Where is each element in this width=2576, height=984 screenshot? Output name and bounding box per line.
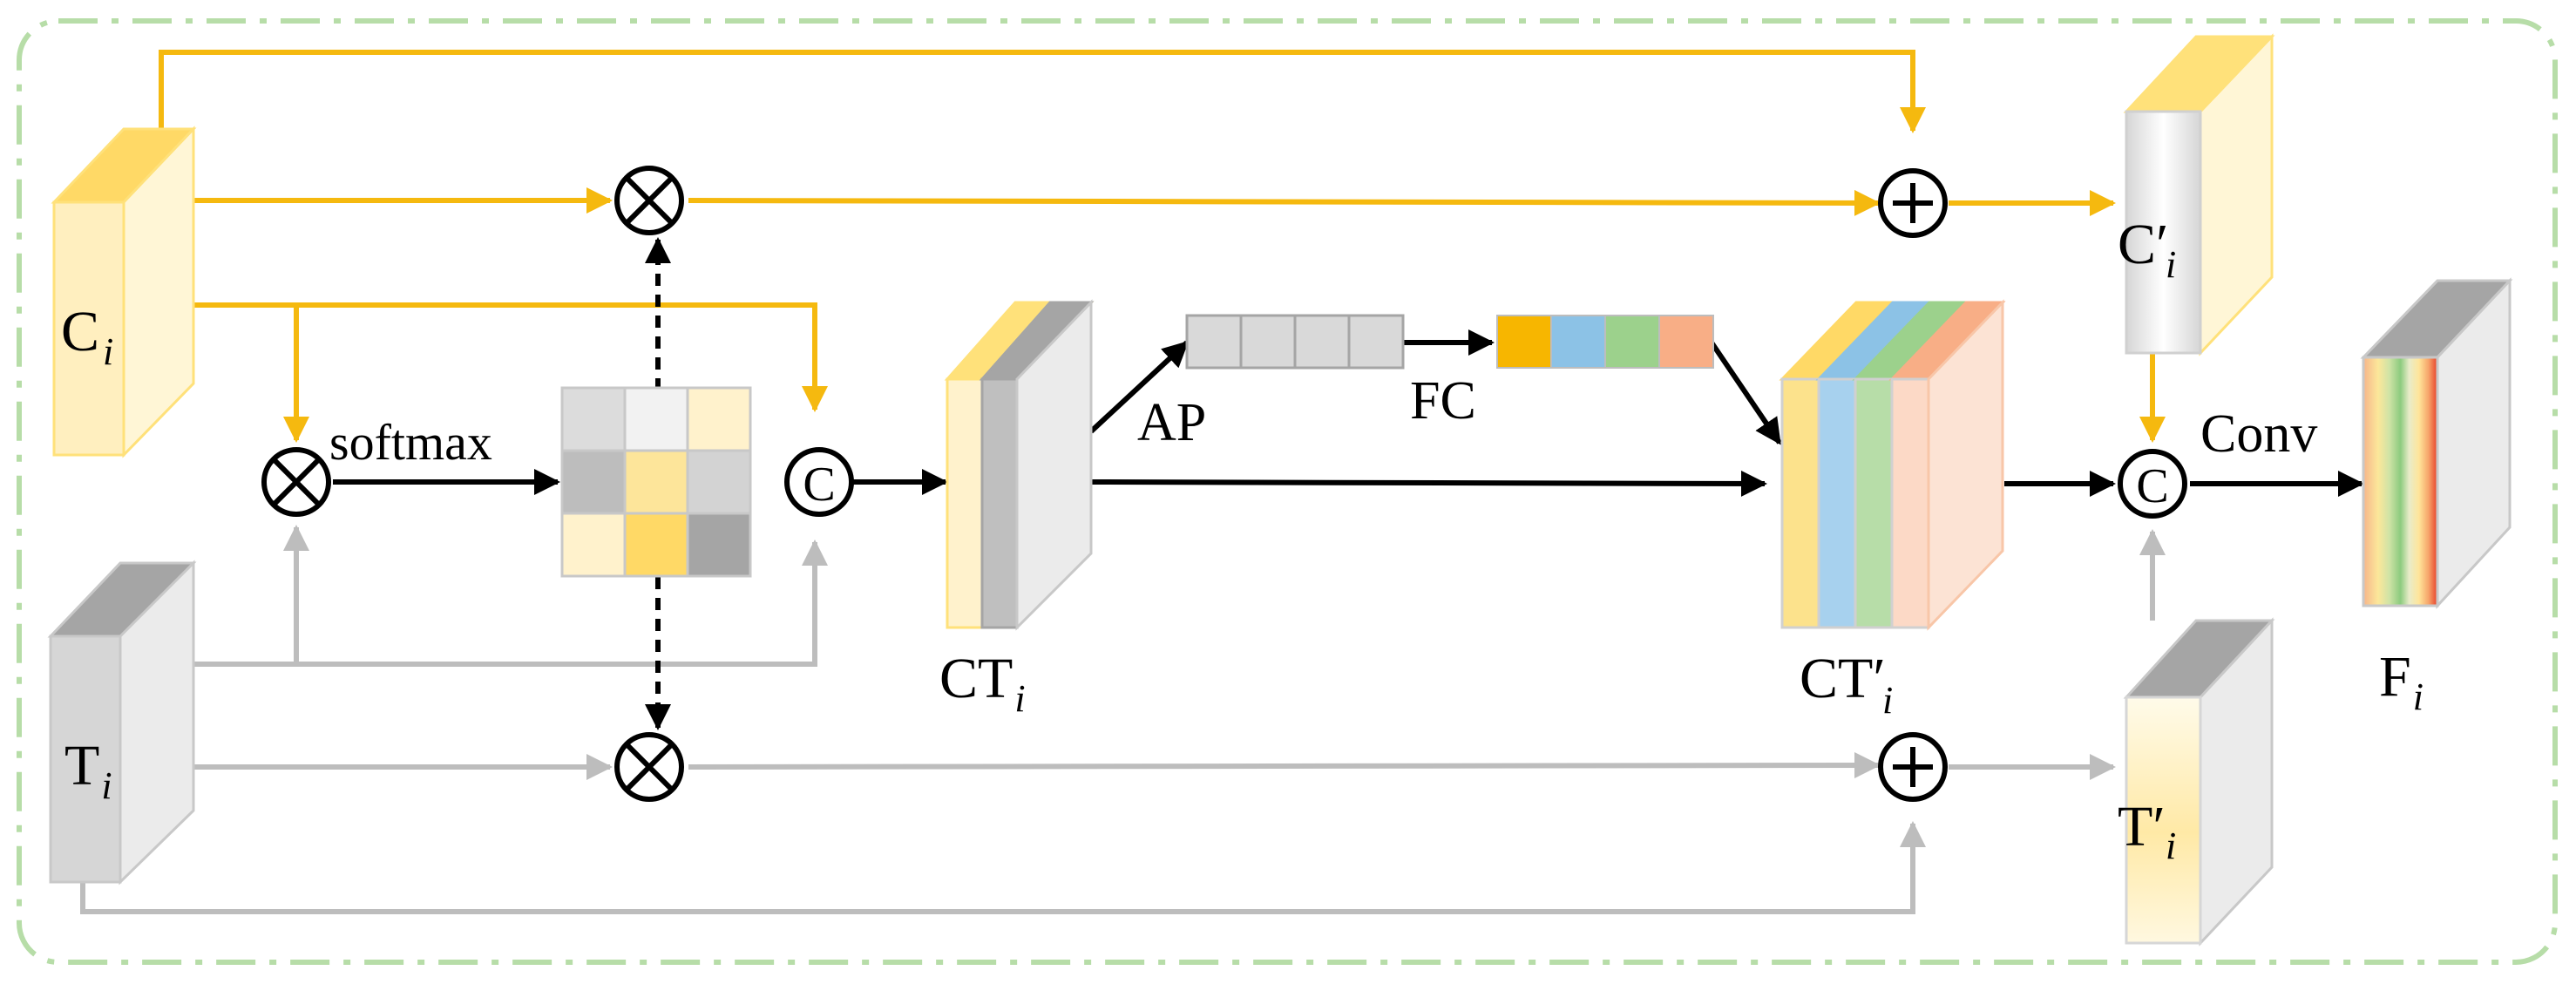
ap-label: AP <box>1137 393 1206 452</box>
fc-label: FC <box>1410 371 1476 431</box>
attention-cell <box>560 449 627 515</box>
ci-block <box>51 126 197 458</box>
ti-branch-line <box>193 540 828 667</box>
attention-map <box>560 386 752 578</box>
ctp-layer-front <box>1854 377 1894 629</box>
attention-cell <box>560 512 627 578</box>
svg-text:C: C <box>2136 459 2168 513</box>
ctp-layer-front <box>1890 377 1930 629</box>
multiply-bottom-icon <box>614 732 684 802</box>
ctp-side <box>1927 299 2004 631</box>
plus-top-icon <box>1878 168 1948 238</box>
fc-cell <box>1658 315 1714 369</box>
attention-cell <box>686 512 752 578</box>
ct-to-ap-arrow <box>1088 340 1190 434</box>
cip-block <box>2123 33 2275 356</box>
mul-bottom-to-plus-arrow <box>688 752 1881 779</box>
module-border <box>17 18 2558 965</box>
ti-skip-arrow <box>80 821 1926 914</box>
multiply-top-icon <box>614 166 684 235</box>
ctp-block <box>1779 299 2006 631</box>
cip-label: C′ <box>2118 213 2168 276</box>
fi-block <box>2360 277 2513 609</box>
svg-text:C: C <box>803 458 835 512</box>
fc-to-ctp-arrow <box>1707 338 1782 445</box>
fc-cell <box>1550 315 1606 369</box>
ctp-layer-front <box>1817 377 1857 629</box>
ci-label: Ci <box>61 300 113 373</box>
ctp-label: CT′ <box>1800 647 1886 710</box>
ctp-sub-label: i <box>1882 679 1893 722</box>
attention-cell <box>686 386 752 452</box>
tip-label: T′ <box>2118 795 2166 858</box>
fc-cell <box>1604 315 1660 369</box>
mul-top-to-plus-arrow <box>688 189 1881 216</box>
ct-to-ctp-arrow <box>1090 470 1767 497</box>
attention-cell <box>623 386 689 452</box>
conv-label: Conv <box>2200 404 2317 464</box>
softmax-label: softmax <box>329 414 492 471</box>
fi-label: Fi <box>2379 645 2423 718</box>
ct-block <box>944 299 1095 631</box>
attention-cell <box>686 449 752 515</box>
attention-cell <box>560 386 627 452</box>
tip-sub-label: i <box>2166 825 2176 867</box>
ti-block <box>47 560 197 886</box>
ci-branch-line <box>193 302 828 412</box>
fc-cell <box>1496 315 1552 369</box>
ci-skip-arrow <box>159 50 1926 133</box>
cip-sub-label: i <box>2166 243 2176 286</box>
ap-vector <box>1185 314 1405 370</box>
attention-cell <box>623 512 689 578</box>
fc-vector <box>1496 315 1714 369</box>
tip-block <box>2123 617 2275 947</box>
concat-right-icon: C <box>2118 449 2187 519</box>
multiply-left-icon <box>261 447 331 517</box>
attention-cell <box>623 449 689 515</box>
plus-bottom-icon <box>1878 732 1948 802</box>
ti-label: Ti <box>64 734 112 807</box>
ct-label: CTi <box>939 647 1026 720</box>
ctp-layer-front <box>1780 377 1820 629</box>
concat-left-icon: C <box>784 447 854 517</box>
